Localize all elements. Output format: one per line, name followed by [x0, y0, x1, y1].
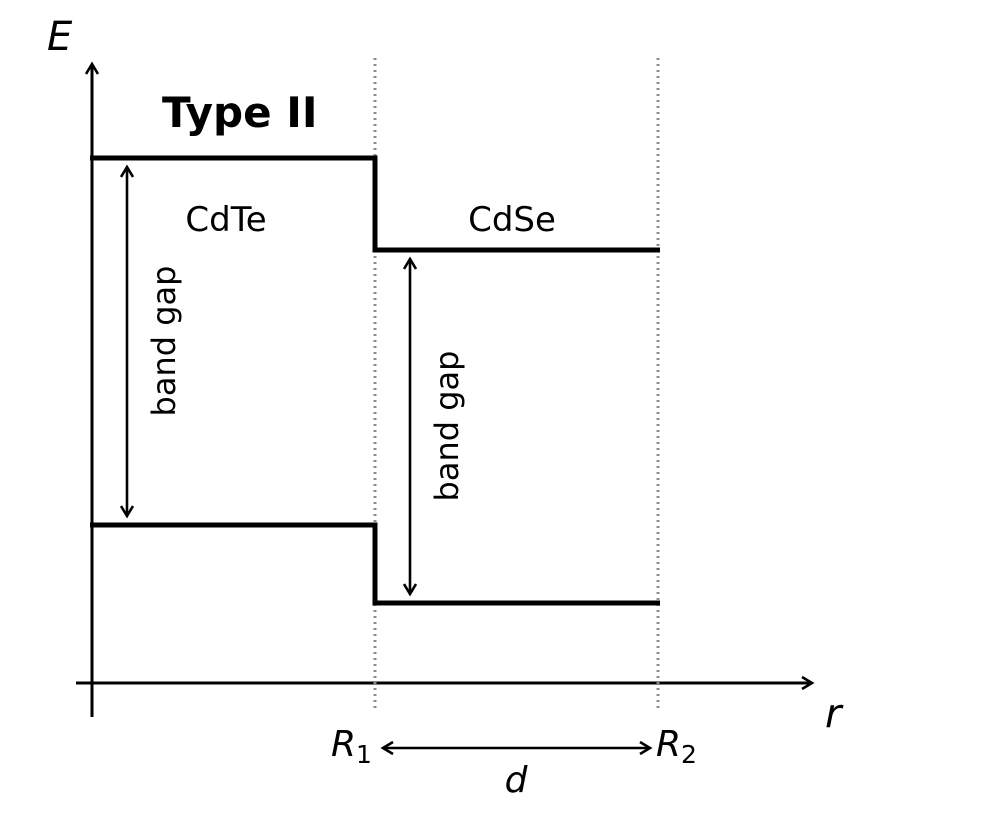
shell-material-label: CdSe [468, 200, 556, 240]
shell-band-gap-label: band gap [428, 351, 466, 502]
r1-label: R1 [331, 724, 372, 769]
conduction-band-line [90, 155, 660, 253]
core-band-gap-label: band gap [145, 266, 183, 417]
valence-band-line [90, 522, 660, 606]
diagram-title: Type II [162, 88, 317, 137]
x-axis-label: r [825, 691, 844, 737]
thickness-label: d [505, 760, 529, 801]
core-material-label: CdTe [185, 200, 266, 240]
y-axis-label: E [47, 14, 73, 60]
r2-label: R2 [656, 724, 697, 769]
